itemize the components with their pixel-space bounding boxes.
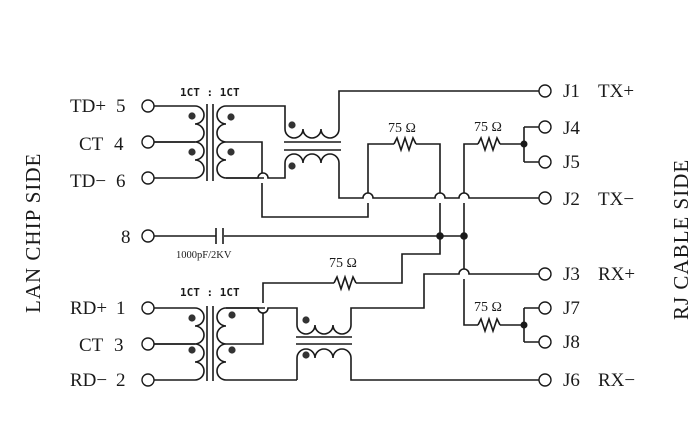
polarity-dot — [302, 316, 310, 324]
resistor-value: 75 Ω — [474, 300, 502, 315]
pin-terminal-4 — [141, 135, 155, 149]
polarity-dot — [302, 351, 310, 359]
lan-chip-side-label: LAN CHIP SIDE — [21, 153, 45, 313]
cable-pin-j2: J2 TX− — [563, 189, 634, 210]
pin-signal: RX+ — [598, 264, 635, 285]
pin-id: J4 — [563, 118, 580, 139]
junction-dot — [520, 140, 528, 148]
pin-number: 5 — [116, 96, 126, 117]
polarity-dot — [228, 346, 236, 354]
pin-number: 6 — [116, 171, 126, 192]
polarity-dot — [227, 148, 235, 156]
pin-number: 3 — [114, 335, 124, 356]
pin-signal: TX+ — [598, 81, 634, 102]
pin-terminal-1 — [141, 301, 155, 315]
chip-pin-rd-plus: RD+ 1 — [70, 298, 126, 319]
pin-terminal-j4 — [538, 120, 552, 134]
pin-name: TD+ — [70, 96, 106, 117]
capacitor-value: 1000pF/2KV — [176, 250, 232, 261]
polarity-dot — [228, 311, 236, 319]
cable-pin-j6: J6 RX− — [563, 370, 635, 391]
polarity-dot — [288, 121, 296, 129]
pin-id: J6 — [563, 370, 580, 391]
chip-pin-td-minus: TD− 6 — [70, 171, 126, 192]
pin-terminal-j7 — [538, 301, 552, 315]
pin-number: 8 — [121, 227, 131, 248]
pin-terminal-j6 — [538, 373, 552, 387]
pin-terminal-j1 — [538, 84, 552, 98]
pin-name: CT — [79, 134, 104, 155]
cable-pin-j7: J7 — [563, 298, 580, 319]
resistor-tx-right: 75 Ω — [474, 120, 502, 153]
cable-pin-j5: J5 — [563, 152, 580, 173]
pin-id: J7 — [563, 298, 580, 319]
polarity-dot — [188, 148, 196, 156]
resistor-value: 75 Ω — [329, 256, 357, 271]
cable-pin-j1: J1 TX+ — [563, 81, 634, 102]
resistor-rx-left: 75 Ω — [329, 256, 357, 292]
pin-id: J2 — [563, 189, 580, 210]
pin-number: 1 — [116, 298, 126, 319]
pin-id: J1 — [563, 81, 580, 102]
pin-signal: TX− — [598, 189, 634, 210]
polarity-dot — [227, 113, 235, 121]
rx-common-mode-choke — [296, 316, 352, 359]
pin-number: 4 — [114, 134, 124, 155]
pin-terminal-3 — [141, 337, 155, 351]
chip-pin-8: 8 — [121, 227, 131, 248]
pin-name: TD− — [70, 171, 106, 192]
cable-pin-terminals — [538, 84, 552, 387]
cable-pin-j3: J3 RX+ — [563, 264, 635, 285]
cable-pin-j8: J8 — [563, 332, 580, 353]
rx-ratio-label: 1CT : 1CT — [180, 286, 240, 299]
capacitor-1000pf: 1000pF/2KV — [153, 228, 464, 261]
pin-terminal-6 — [141, 171, 155, 185]
rx-wiring — [153, 236, 540, 381]
pin-name: RD− — [70, 370, 107, 391]
chip-pin-td-plus: TD+ 5 — [70, 96, 126, 117]
rx-transformer: 1CT : 1CT — [153, 286, 297, 381]
pin-terminal-j3 — [538, 267, 552, 281]
rj-cable-side-label: RJ CABLE SIDE — [669, 159, 693, 320]
pin-terminal-5 — [141, 99, 155, 113]
chip-pin-terminals — [141, 99, 155, 387]
polarity-dot — [188, 314, 196, 322]
chip-pin-ct-rx: CT 3 — [79, 335, 124, 356]
resistor-rx-right: 75 Ω — [474, 300, 502, 334]
resistor-tx-left: 75 Ω — [388, 121, 417, 153]
pin-terminal-2 — [141, 373, 155, 387]
chip-pin-rd-minus: RD− 2 — [70, 370, 126, 391]
pin-id: J8 — [563, 332, 580, 353]
chip-pin-ct-tx: CT 4 — [79, 134, 124, 155]
pin-number: 2 — [116, 370, 126, 391]
polarity-dot — [188, 112, 196, 120]
tx-common-mode-choke — [284, 121, 341, 170]
pin-name: CT — [79, 335, 104, 356]
pin-name: RD+ — [70, 298, 107, 319]
tx-ratio-label: 1CT : 1CT — [180, 86, 240, 99]
pin-terminal-8 — [141, 229, 155, 243]
resistor-value: 75 Ω — [388, 121, 416, 136]
polarity-dot — [188, 346, 196, 354]
pin-terminal-j5 — [538, 155, 552, 169]
tx-transformer: 1CT : 1CT — [153, 86, 264, 181]
pin-signal: RX− — [598, 370, 635, 391]
pin-terminal-j2 — [538, 191, 552, 205]
pin-id: J3 — [563, 264, 580, 285]
cable-pin-j4: J4 — [563, 118, 580, 139]
tx-wiring — [153, 90, 540, 235]
polarity-dot — [288, 162, 296, 170]
pin-id: J5 — [563, 152, 580, 173]
resistor-value: 75 Ω — [474, 120, 502, 135]
pin-terminal-j8 — [538, 335, 552, 349]
